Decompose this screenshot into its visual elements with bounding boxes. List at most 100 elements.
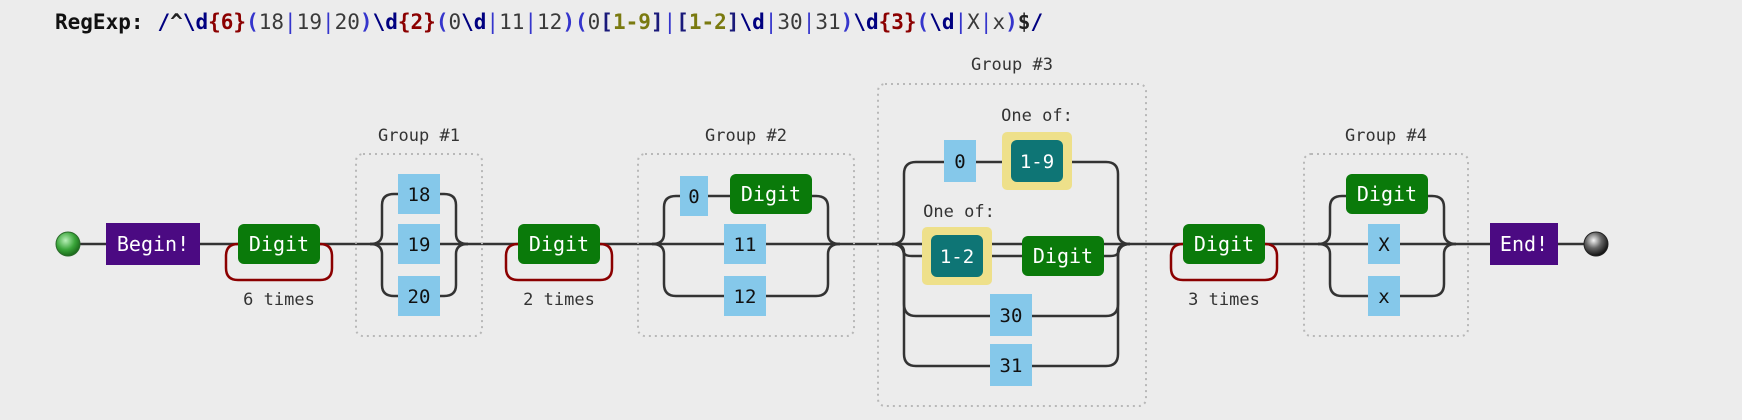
regexp-token-bracket: [ bbox=[600, 10, 613, 34]
start-marker bbox=[55, 231, 81, 257]
regexp-token-alt: | bbox=[764, 10, 778, 34]
regexp-token-quant: {2} bbox=[397, 10, 436, 34]
regexp-token-lit: X bbox=[967, 10, 980, 34]
range-1-9-label: 1-9 bbox=[1020, 151, 1054, 173]
group-2-box bbox=[637, 153, 855, 337]
regexp-token-escape: \d bbox=[461, 10, 487, 34]
regexp-token-lit: 0 bbox=[448, 10, 462, 34]
one-of-label-1: One of: bbox=[1001, 106, 1073, 126]
literal-31-label: 31 bbox=[1000, 355, 1023, 377]
group-boxes bbox=[355, 83, 1469, 407]
regexp-token-alt: | bbox=[979, 10, 993, 34]
literal-20-label: 20 bbox=[408, 286, 431, 308]
digit-label-1: Digit bbox=[249, 232, 309, 256]
regexp-token-paren: ) bbox=[1005, 10, 1018, 34]
literal-18 bbox=[398, 174, 440, 214]
literal-0-group3 bbox=[944, 140, 976, 182]
regexp-token-alt: | bbox=[954, 10, 968, 34]
regexp-token-slash: / bbox=[157, 10, 171, 34]
repeat-label-3: 3 times bbox=[1188, 290, 1260, 310]
literal-20 bbox=[398, 276, 440, 316]
literal-0-group2-label: 0 bbox=[688, 186, 699, 208]
one-of-label-2: One of: bbox=[923, 202, 995, 222]
regexp-token-lit: 30 bbox=[777, 10, 803, 34]
regexp-token-alt: | bbox=[284, 10, 297, 34]
group-1-box bbox=[355, 153, 483, 337]
literal-12-label: 12 bbox=[734, 286, 757, 308]
regexp-token-quant: {3} bbox=[878, 10, 917, 34]
literal-0-group3-label: 0 bbox=[954, 151, 965, 173]
digit-node-group2 bbox=[730, 174, 812, 214]
end-marker bbox=[1583, 231, 1609, 257]
literal-31 bbox=[990, 344, 1032, 386]
literal-x bbox=[1368, 276, 1400, 316]
literal-30-label: 30 bbox=[1000, 305, 1023, 327]
regexp-label: RegExp: bbox=[55, 10, 144, 34]
begin-anchor bbox=[106, 223, 200, 265]
regexp-token-anchor: $ bbox=[1017, 10, 1031, 34]
literal-19-label: 19 bbox=[408, 234, 431, 256]
regexp-token-lit: 31 bbox=[815, 10, 841, 34]
digit-label-3: Digit bbox=[1194, 232, 1254, 256]
group-2-label: Group #2 bbox=[705, 126, 787, 146]
repeat-label-6: 6 times bbox=[243, 290, 315, 310]
regexp-token-slash: / bbox=[1030, 10, 1044, 34]
digit-label-group4: Digit bbox=[1357, 182, 1417, 206]
regexp-token-alt: | bbox=[524, 10, 538, 34]
end-anchor bbox=[1490, 223, 1558, 265]
digit-node-3 bbox=[1183, 224, 1265, 264]
range-1-2 bbox=[931, 235, 983, 277]
regexp-token-range: 1-9 bbox=[612, 10, 651, 34]
literal-x-label: x bbox=[1378, 286, 1389, 308]
range-1-2-label: 1-2 bbox=[940, 246, 974, 268]
regexp-token-lit: 18 bbox=[258, 10, 285, 34]
literal-0-group2 bbox=[680, 176, 708, 216]
regexp-token-alt: | bbox=[802, 10, 816, 34]
regexp-token-alt: | bbox=[486, 10, 500, 34]
repeat-label-2: 2 times bbox=[523, 290, 595, 310]
regexp-token-range: 1-2 bbox=[688, 10, 727, 34]
regexp-token-alt: | bbox=[321, 10, 335, 34]
regexp-token-escape: \d bbox=[929, 10, 955, 34]
repeat-loop-3 bbox=[1169, 242, 1279, 282]
literal-X-label: X bbox=[1378, 234, 1390, 256]
regexp-pattern: /^\d{6}(18|19|20)\d{2}(0\d|11|12)(0[1-9]… bbox=[158, 10, 1044, 34]
regexp-token-paren: ( bbox=[246, 10, 259, 34]
regexp-token-paren: ( bbox=[916, 10, 930, 34]
literal-11 bbox=[724, 224, 766, 264]
regexp-token-alt: | bbox=[663, 10, 677, 34]
digit-node-group3 bbox=[1022, 236, 1104, 276]
regexp-token-paren: ( bbox=[435, 10, 449, 34]
regexp-token-paren: ) bbox=[562, 10, 575, 34]
literal-12 bbox=[724, 276, 766, 316]
digit-node-group4 bbox=[1346, 174, 1428, 214]
regexp-token-paren: ) bbox=[840, 10, 854, 34]
regexp-token-bracket: ] bbox=[726, 10, 740, 34]
digit-label-2: Digit bbox=[529, 232, 589, 256]
literal-18-label: 18 bbox=[408, 184, 431, 206]
end-anchor-label: End! bbox=[1500, 232, 1548, 256]
connector-lines bbox=[78, 160, 1585, 368]
regexp-token-escape: \d bbox=[853, 10, 879, 34]
begin-anchor-label: Begin! bbox=[117, 232, 189, 256]
digit-label-group3: Digit bbox=[1033, 244, 1093, 268]
regexp-token-paren: ) bbox=[359, 10, 373, 34]
regexp-token-paren: ( bbox=[574, 10, 588, 34]
digit-node-1 bbox=[238, 224, 320, 264]
repeat-loop-1 bbox=[224, 242, 334, 282]
digit-node-2 bbox=[518, 224, 600, 264]
literal-11-label: 11 bbox=[734, 234, 757, 256]
regexp-token-bracket: [ bbox=[676, 10, 689, 34]
literal-X bbox=[1368, 224, 1400, 264]
regexp-token-lit: 11 bbox=[499, 10, 525, 34]
regexp-token-escape: \d bbox=[182, 10, 209, 34]
digit-label-group2: Digit bbox=[741, 182, 801, 206]
group-4-box bbox=[1303, 153, 1469, 337]
regexp-token-lit: 19 bbox=[296, 10, 322, 34]
regexp-token-escape: \d bbox=[739, 10, 765, 34]
repeat-loops bbox=[224, 242, 1279, 282]
regexp-token-quant: {6} bbox=[208, 10, 247, 34]
regexp-token-bracket: ] bbox=[650, 10, 664, 34]
regexp-source: RegExp:/^\d{6}(18|19|20)\d{2}(0\d|11|12)… bbox=[55, 10, 1043, 34]
